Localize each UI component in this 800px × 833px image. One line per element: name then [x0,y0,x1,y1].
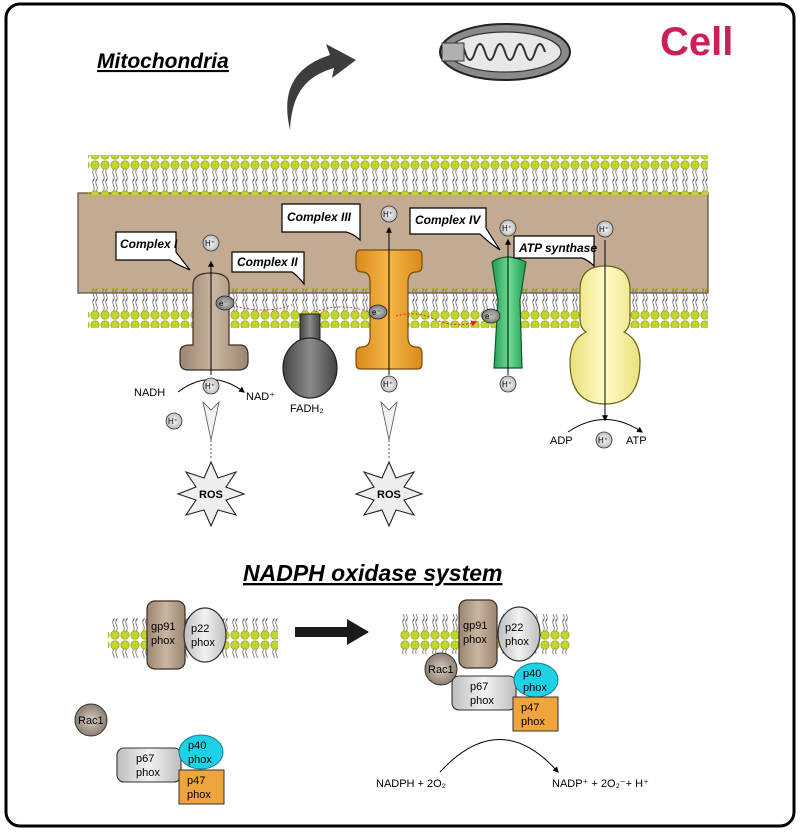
reaction-left: NADPH + 2O₂ [376,778,446,790]
proton-icon: H⁺ [595,431,613,449]
gp91-label-right: gp91 [463,620,487,632]
complex-4-callout: Complex IV [409,207,501,251]
svg-text:Complex I: Complex I [120,237,178,251]
svg-text:Complex II: Complex II [237,255,298,269]
svg-text:H⁺: H⁺ [168,417,178,426]
electron-icon: e⁻ [481,308,501,324]
p40-label-free: p40 [188,740,206,752]
proton-icon: H⁺ [165,412,183,430]
atp-label: ATP [626,435,647,447]
p67-phox-bound [451,675,517,711]
svg-text:ROS: ROS [377,489,401,501]
p22-label-right: p22 [505,622,523,634]
svg-text:e⁻: e⁻ [485,312,494,321]
gp91-sub-right: phox [463,634,487,646]
svg-text:Complex IV: Complex IV [415,213,481,227]
p67-sub-bound: phox [470,695,494,707]
complex-1 [179,272,249,371]
nadh-label: NADH [134,387,165,399]
mitochondrion-icon [439,23,571,81]
svg-text:e⁻: e⁻ [372,308,381,317]
outer-lipid-bilayer [88,155,708,195]
atp-synthase-callout: ATP synthase [513,235,597,268]
activation-arrow [295,619,369,645]
p67-phox-free [116,747,182,783]
svg-text:H⁺: H⁺ [502,380,512,389]
rac1-bound [424,652,458,686]
adp-label: ADP [550,435,573,447]
p40-sub-bound: phox [523,682,547,694]
svg-text:e⁻: e⁻ [219,299,228,308]
rac1-label-bound: Rac1 [428,664,454,676]
complex-1-callout: Complex I [115,231,191,271]
reaction-arrow [439,739,559,773]
proton-icon: H⁺ [596,220,614,238]
proton-icon: H⁺ [202,377,220,395]
nad-plus-label: NAD⁺ [246,391,275,403]
complex-2 [282,313,338,399]
svg-text:H⁺: H⁺ [598,436,608,445]
p47-sub-free: phox [187,789,211,801]
svg-text:H⁺: H⁺ [205,382,215,391]
p67-label-free: p67 [136,753,154,765]
svg-text:H⁺: H⁺ [599,225,609,234]
complex-2-callout: Complex II [231,251,305,286]
ros-burst: ROS [176,460,246,528]
complex-3-callout: Complex III [281,203,361,242]
proton-icon: H⁺ [499,219,517,237]
zoom-arrow [287,44,356,130]
reaction-right: NADP⁺ + 2O₂⁻+ H⁺ [552,778,649,790]
ros-leak-arrow [202,400,220,460]
nadph-title: NADPH oxidase system [243,560,503,586]
p22-phox-left [183,607,227,663]
svg-text:H⁺: H⁺ [502,224,512,233]
svg-text:ROS: ROS [199,489,223,501]
rac1-label-free: Rac1 [78,715,104,727]
proton-icon: H⁺ [380,205,398,223]
proton-icon: H⁺ [499,375,517,393]
ros-leak-arrow [380,400,398,460]
ros-burst: ROS [354,460,424,528]
cell-logo: Cell [660,20,733,64]
gp91-phox-right [458,599,498,669]
electron-transport-path [231,304,476,325]
p47-label-free: p47 [187,775,205,787]
svg-text:H⁺: H⁺ [383,380,393,389]
p47-label-bound: p47 [521,702,539,714]
gp91-sub-left: phox [151,635,175,647]
gp91-label-left: gp91 [151,621,175,633]
svg-text:H⁺: H⁺ [383,210,393,219]
p22-label-left: p22 [191,623,209,635]
fadh2-label: FADH₂ [290,403,324,415]
svg-text:ATP synthase: ATP synthase [518,241,597,255]
electron-icon: e⁻ [368,304,388,320]
p67-label-bound: p67 [470,681,488,693]
p47-phox-bound [512,696,559,732]
p40-label-bound: p40 [523,668,541,680]
p67-sub-free: phox [136,767,160,779]
rac1-free [74,703,108,737]
proton-flow-lines [177,226,643,433]
mitochondria-title: Mitochondria [97,50,229,73]
proton-icon: H⁺ [380,375,398,393]
p40-phox-free [178,734,224,770]
figure-frame [4,2,796,828]
p22-sub-left: phox [191,637,215,649]
p40-sub-free: phox [188,754,212,766]
electron-icon: e⁻ [215,295,235,311]
proton-icon: H⁺ [202,234,220,252]
p47-sub-bound: phox [521,716,545,728]
p22-sub-right: phox [505,636,529,648]
p22-phox-right [497,606,541,662]
svg-text:H⁺: H⁺ [205,239,215,248]
svg-text:Complex III: Complex III [287,210,352,224]
p47-phox-free [178,769,225,805]
